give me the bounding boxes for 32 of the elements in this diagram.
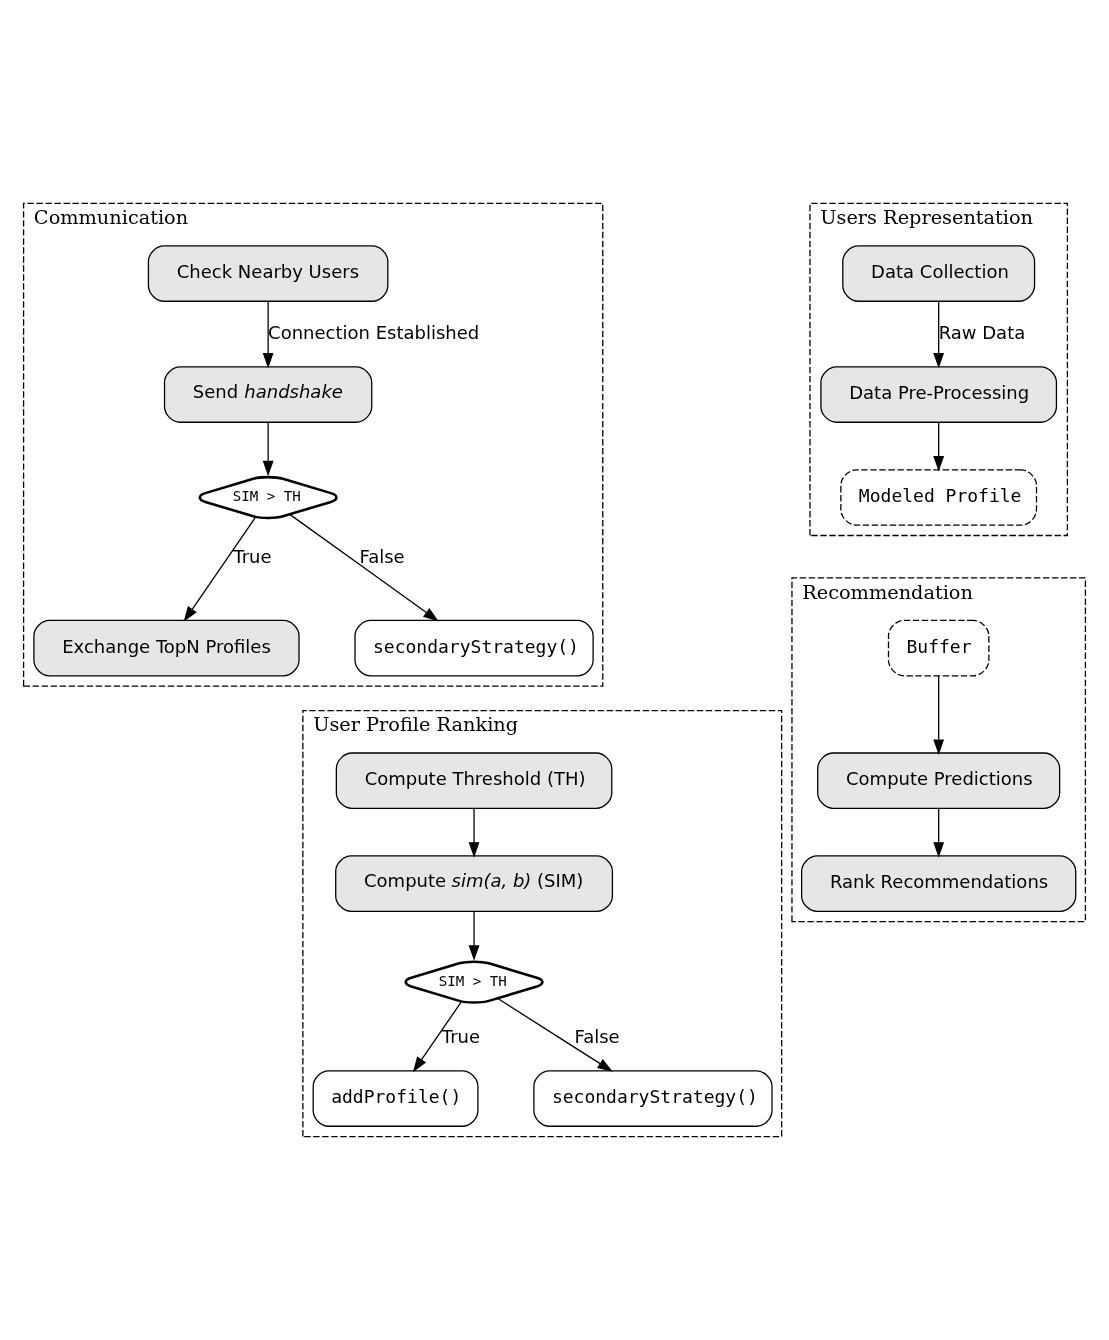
node-box: Modeled Profile — [840, 469, 1038, 526]
arrow — [262, 301, 274, 369]
edge-label: Raw Data — [938, 321, 1026, 343]
arrow — [933, 675, 945, 755]
node-box: Compute sim(a, b) (SIM) — [335, 855, 614, 912]
edge-label: True — [233, 545, 272, 567]
arrow — [933, 422, 945, 472]
node-box: Data Pre-Processing — [820, 366, 1058, 423]
node-box: secondaryStrategy() — [533, 1070, 773, 1127]
node-box: secondaryStrategy() — [354, 619, 594, 677]
arrow — [933, 301, 945, 369]
node-box: Compute Predictions — [817, 752, 1061, 809]
arrow — [289, 513, 439, 622]
node-box: Exchange TopN Profiles — [33, 619, 300, 677]
node-box: Rank Recommendations — [800, 855, 1077, 912]
arrow — [262, 422, 274, 477]
node-box: Send handshake — [163, 366, 373, 423]
node-box: Check Nearby Users — [147, 245, 389, 302]
edge-label: False — [359, 545, 405, 567]
arrow — [412, 1001, 463, 1073]
node-box: Compute Threshold (TH) — [335, 752, 613, 809]
edge-label: True — [441, 1025, 481, 1047]
edge-label: Connection Established — [268, 321, 480, 343]
arrow — [497, 997, 613, 1072]
arrow — [183, 516, 256, 622]
arrow — [468, 808, 480, 858]
node-box: Data Collection — [842, 245, 1036, 302]
arrow — [468, 911, 480, 961]
node-box: addProfile() — [312, 1070, 479, 1127]
edge-label: False — [574, 1025, 620, 1047]
node-box: Buffer — [887, 619, 990, 677]
arrow — [933, 808, 945, 858]
